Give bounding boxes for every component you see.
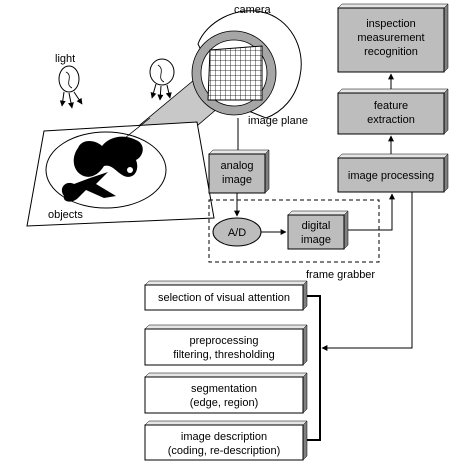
svg-text:image: image — [301, 234, 331, 246]
inspection-box: inspection measurement recognition — [337, 3, 449, 73]
stack-bracket — [306, 295, 321, 441]
preprocessing-box: preprocessing filtering, thresholding — [144, 324, 308, 366]
svg-text:feature: feature — [374, 100, 408, 112]
svg-text:image: image — [222, 174, 252, 186]
svg-text:preprocessing: preprocessing — [189, 335, 258, 347]
svg-text:A/D: A/D — [228, 227, 246, 239]
image-plane-grid — [207, 45, 263, 101]
svg-text:analog: analog — [220, 160, 253, 172]
light-right — [149, 58, 175, 101]
svg-text:image description: image description — [181, 431, 267, 443]
arrow-digital-to-processing — [348, 193, 395, 231]
ad-converter: A/D — [212, 217, 262, 247]
svg-text:digital: digital — [302, 220, 331, 232]
svg-text:(edge, region): (edge, region) — [190, 397, 259, 409]
svg-text:(coding, re-description): (coding, re-description) — [168, 445, 281, 457]
light-left — [58, 65, 83, 109]
light-label: light — [55, 53, 75, 65]
image-processing-box: image processing — [337, 153, 449, 193]
svg-text:measurement: measurement — [357, 32, 424, 44]
svg-text:inspection: inspection — [366, 18, 416, 30]
object-shape — [73, 136, 143, 177]
objects-label: objects — [48, 209, 83, 221]
camera-label: camera — [234, 4, 272, 16]
segmentation-box: segmentation (edge, region) — [144, 372, 308, 414]
feature-extraction-box: feature extraction — [337, 88, 449, 135]
svg-text:filtering, thresholding: filtering, thresholding — [173, 349, 275, 361]
svg-text:image processing: image processing — [348, 170, 434, 182]
svg-text:recognition: recognition — [364, 46, 418, 58]
frame-grabber-region — [208, 199, 380, 263]
description-box: image description (coding, re-descriptio… — [144, 420, 308, 461]
digital-image-box: digital image — [287, 210, 349, 250]
svg-text:segmentation: segmentation — [191, 383, 257, 395]
selection-box: selection of visual attention — [144, 280, 308, 311]
svg-text:extraction: extraction — [367, 114, 415, 126]
svg-text:selection of visual attention: selection of visual attention — [158, 292, 290, 304]
connector-processing-to-stack — [321, 192, 413, 351]
image-plane-label: image plane — [248, 115, 308, 127]
analog-image-box: analog image — [208, 149, 270, 194]
frame-grabber-label: frame grabber — [306, 269, 375, 281]
tool-shape — [61, 172, 116, 202]
